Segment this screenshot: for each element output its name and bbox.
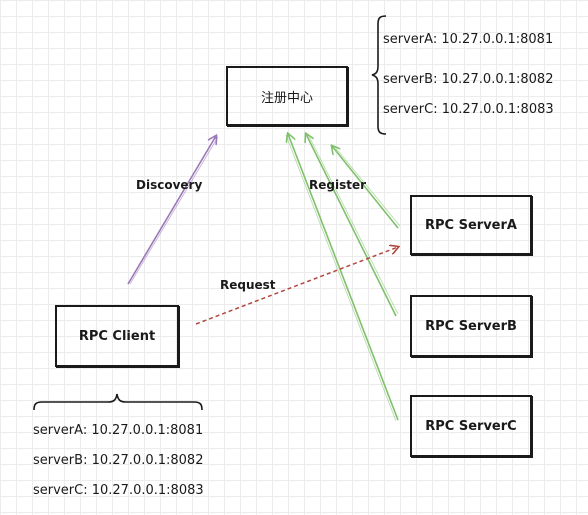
registry-list-item: serverA: 10.27.0.0.1:8081 (383, 32, 554, 47)
register-arrow-servera (332, 146, 399, 229)
registry-label: 注册中心 (260, 90, 313, 106)
rpc-serverb-label: RPC ServerB (425, 318, 517, 334)
request-arrow (195, 247, 398, 325)
client-list-item: serverC: 10.27.0.0.1:8083 (33, 483, 204, 498)
client-list-brace (33, 393, 203, 411)
register-label: Register (309, 178, 367, 192)
rpc-serverc-label: RPC ServerC (425, 418, 517, 434)
rpc-client-box: RPC Client (55, 305, 179, 367)
client-list-item: serverB: 10.27.0.0.1:8082 (33, 453, 204, 468)
registry-list-item: serverB: 10.27.0.0.1:8082 (383, 72, 554, 87)
rpc-serverc-box: RPC ServerC (410, 395, 532, 457)
registry-box: 注册中心 (226, 66, 348, 126)
discovery-label: Discovery (136, 178, 203, 192)
rpc-servera-label: RPC ServerA (425, 217, 517, 233)
request-label: Request (220, 278, 276, 292)
register-arrow-serverb (306, 134, 397, 317)
rpc-servera-box: RPC ServerA (410, 195, 532, 255)
discovery-arrow (127, 136, 216, 285)
client-list-item: serverA: 10.27.0.0.1:8081 (33, 423, 204, 438)
rpc-client-label: RPC Client (78, 328, 156, 344)
rpc-serverb-box: RPC ServerB (410, 295, 532, 357)
registry-list-item: serverC: 10.27.0.0.1:8083 (383, 102, 554, 117)
register-arrow-serverc (288, 134, 399, 421)
registry-list-brace (371, 15, 387, 135)
